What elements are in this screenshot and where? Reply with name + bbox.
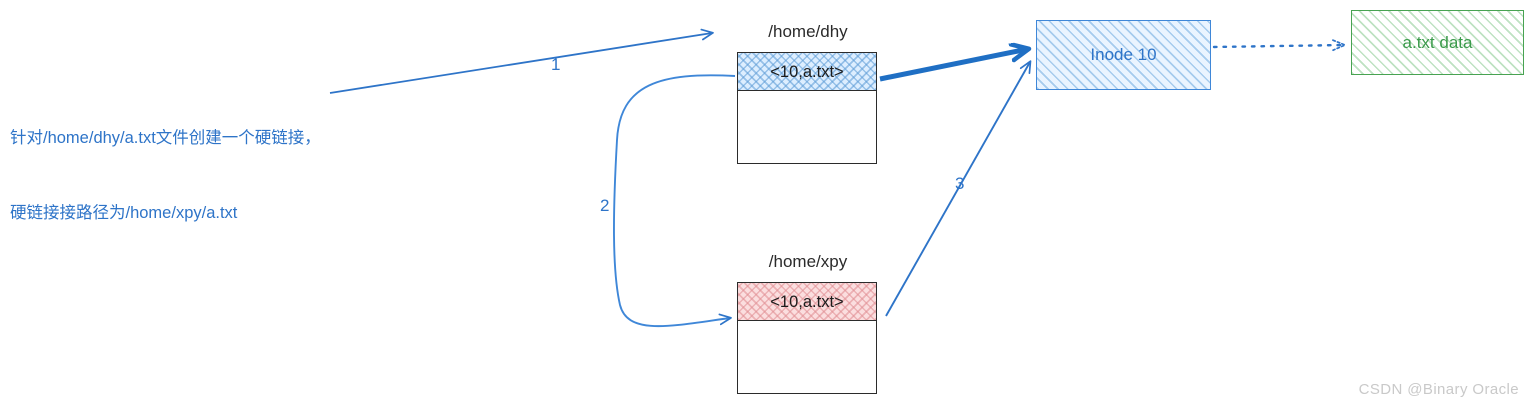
directory-xpy-entry[interactable]: <10,a.txt> [738, 283, 876, 321]
connector-2-line [613, 74, 736, 328]
annotation-text: 针对/home/dhy/a.txt文件创建一个硬链接， 硬链接接路径为/home… [10, 76, 340, 276]
connector-3-label: 3 [955, 174, 965, 193]
directory-dhy-caption: /home/dhy [768, 22, 848, 41]
directory-xpy-empty-slot [738, 321, 876, 393]
directory-dhy-table: <10,a.txt> [737, 52, 877, 164]
annotation-line-2: 硬链接接路径为/home/xpy/a.txt [10, 204, 238, 222]
connector-hardlink-thick [879, 49, 1028, 82]
data-block-label: a.txt data [1402, 32, 1473, 52]
annotation-line-1: 针对/home/dhy/a.txt文件创建一个硬链接， [10, 129, 321, 147]
connector-1-label: 1 [551, 55, 561, 74]
watermark: CSDN @Binary Oracle [1358, 381, 1519, 398]
inode-box[interactable]: Inode 10 [1036, 20, 1211, 90]
directory-dhy-entry[interactable]: <10,a.txt> [738, 53, 876, 91]
connector-inode-to-data [1212, 45, 1345, 47]
inode-label: Inode 10 [1090, 45, 1157, 64]
connector-2-label: 2 [600, 196, 610, 215]
connector-1-line [329, 28, 714, 94]
directory-dhy-empty-slot [738, 91, 876, 163]
directory-xpy-table: <10,a.txt> [737, 282, 877, 394]
directory-xpy-caption: /home/xpy [768, 252, 848, 271]
data-block-box[interactable]: a.txt data [1351, 10, 1524, 75]
